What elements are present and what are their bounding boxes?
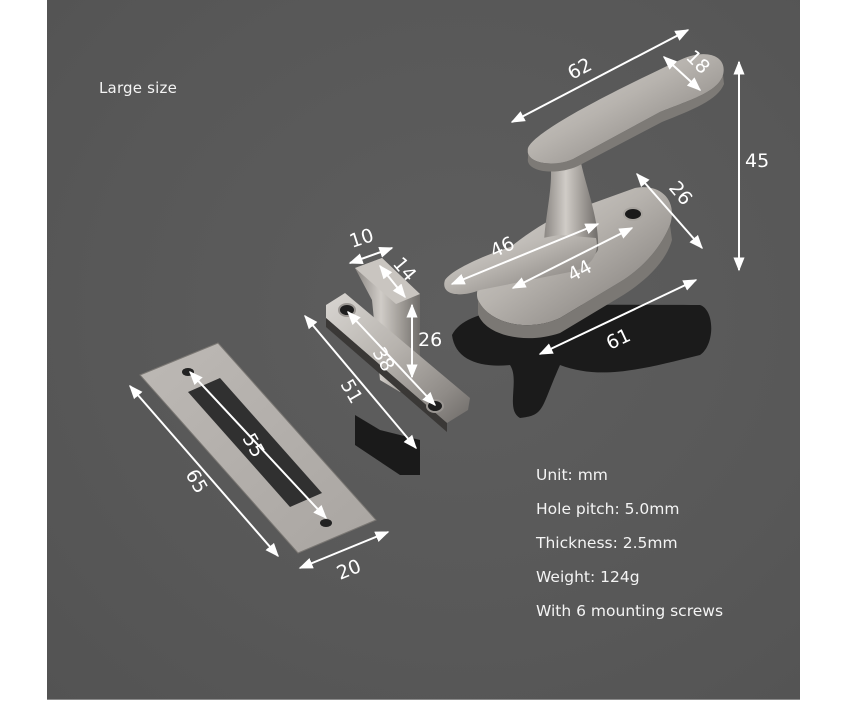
dim-plate-length: 65 xyxy=(181,466,212,498)
spec-weight: Weight: 124g xyxy=(536,568,640,586)
spec-thickness: Thickness: 2.5mm xyxy=(536,534,678,552)
spec-hole-pitch: Hole pitch: 5.0mm xyxy=(536,500,680,518)
spec-screws: With 6 mounting screws xyxy=(536,602,724,620)
spec-unit: Unit: mm xyxy=(536,466,608,484)
dim-keeper-length: 51 xyxy=(336,376,367,408)
dim-keeper-width: 10 xyxy=(347,224,377,252)
spec-list: Unit: mm Hole pitch: 5.0mm Thickness: 2.… xyxy=(536,465,723,635)
dim-keeper-height: 26 xyxy=(418,329,442,351)
dim-total-height: 45 xyxy=(745,150,769,172)
dim-plate-width: 20 xyxy=(334,555,365,584)
size-label: Large size xyxy=(99,79,178,97)
dimension-arrows xyxy=(129,29,745,569)
